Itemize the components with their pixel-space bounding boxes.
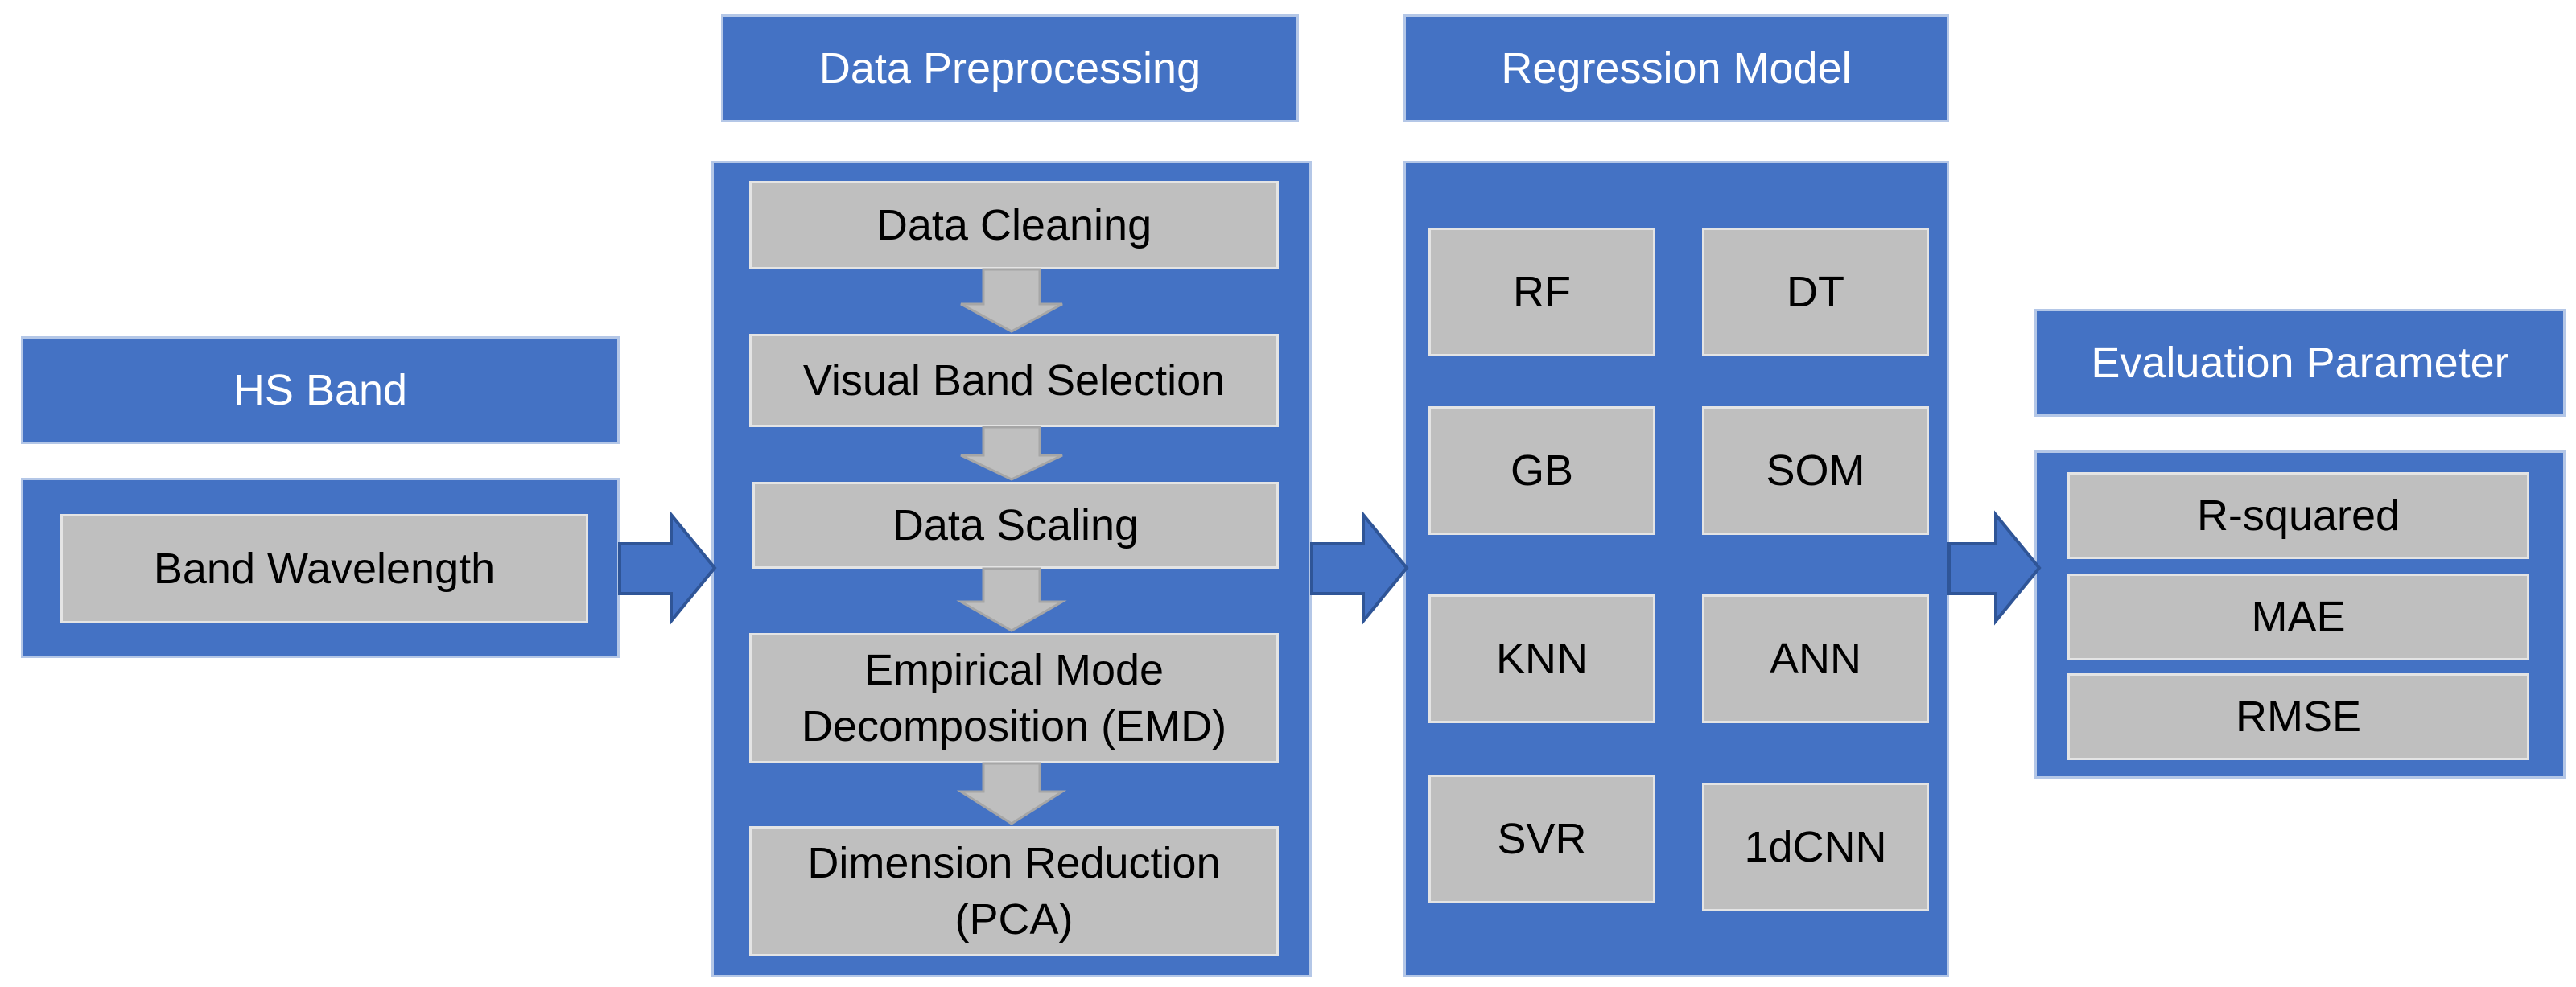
band-wavelength-box: Band Wavelength bbox=[60, 514, 588, 623]
model-rf-box: RF bbox=[1428, 228, 1655, 356]
data-scaling-label: Data Scaling bbox=[892, 500, 1140, 549]
model-dt-box: DT bbox=[1702, 228, 1929, 356]
model-som-label: SOM bbox=[1766, 446, 1865, 495]
model-knn-label: KNN bbox=[1495, 634, 1588, 683]
model-svr-box: SVR bbox=[1428, 775, 1655, 903]
hs-band-header-label: HS Band bbox=[233, 366, 408, 414]
regression-header: Regression Model bbox=[1403, 14, 1949, 122]
visual-band-selection-box: Visual Band Selection bbox=[749, 334, 1279, 427]
preprocessing-header-label: Data Preprocessing bbox=[818, 44, 1201, 93]
down-arrow-2 bbox=[960, 426, 1063, 481]
mae-box: MAE bbox=[2067, 574, 2529, 660]
visual-band-selection-label: Visual Band Selection bbox=[802, 356, 1226, 405]
band-wavelength-label: Band Wavelength bbox=[153, 544, 496, 593]
hs-band-panel: Band Wavelength bbox=[21, 478, 620, 658]
mae-label: MAE bbox=[2251, 592, 2346, 641]
data-scaling-box: Data Scaling bbox=[752, 482, 1279, 569]
rmse-box: RMSE bbox=[2067, 673, 2529, 760]
model-som-box: SOM bbox=[1702, 406, 1929, 535]
right-arrow-hs-to-preprocessing bbox=[618, 510, 717, 626]
model-1dcnn-box: 1dCNN bbox=[1702, 783, 1929, 911]
down-arrow-4 bbox=[956, 762, 1067, 825]
pca-label: Dimension Reduction (PCA) bbox=[807, 838, 1221, 944]
model-knn-box: KNN bbox=[1428, 594, 1655, 723]
r-squared-box: R-squared bbox=[2067, 472, 2529, 559]
emd-box: Empirical Mode Decomposition (EMD) bbox=[749, 633, 1279, 763]
preprocessing-header: Data Preprocessing bbox=[721, 14, 1299, 122]
down-arrow-1 bbox=[960, 268, 1063, 333]
right-arrow-regression-to-evaluation bbox=[1947, 510, 2042, 626]
data-cleaning-box: Data Cleaning bbox=[749, 181, 1279, 269]
evaluation-header-label: Evaluation Parameter bbox=[2091, 339, 2509, 387]
data-cleaning-label: Data Cleaning bbox=[876, 200, 1152, 249]
regression-header-label: Regression Model bbox=[1501, 44, 1852, 93]
model-svr-label: SVR bbox=[1497, 814, 1587, 863]
model-gb-box: GB bbox=[1428, 406, 1655, 535]
model-1dcnn-label: 1dCNN bbox=[1744, 822, 1887, 871]
evaluation-panel: R-squared MAE RMSE bbox=[2034, 450, 2566, 779]
down-arrow-3 bbox=[956, 567, 1067, 632]
r-squared-label: R-squared bbox=[2196, 491, 2401, 540]
rmse-label: RMSE bbox=[2235, 692, 2361, 741]
emd-label: Empirical Mode Decomposition (EMD) bbox=[801, 645, 1227, 751]
model-gb-label: GB bbox=[1510, 446, 1574, 495]
pca-box: Dimension Reduction (PCA) bbox=[749, 826, 1279, 956]
right-arrow-preprocessing-to-regression bbox=[1310, 510, 1409, 626]
hs-band-header: HS Band bbox=[21, 336, 620, 444]
model-rf-label: RF bbox=[1513, 267, 1571, 316]
evaluation-header: Evaluation Parameter bbox=[2034, 309, 2566, 417]
regression-panel: RF DT GB SOM KNN ANN SVR 1dCNN bbox=[1403, 161, 1949, 977]
model-dt-label: DT bbox=[1787, 267, 1844, 316]
model-ann-label: ANN bbox=[1769, 634, 1861, 683]
model-ann-box: ANN bbox=[1702, 594, 1929, 723]
